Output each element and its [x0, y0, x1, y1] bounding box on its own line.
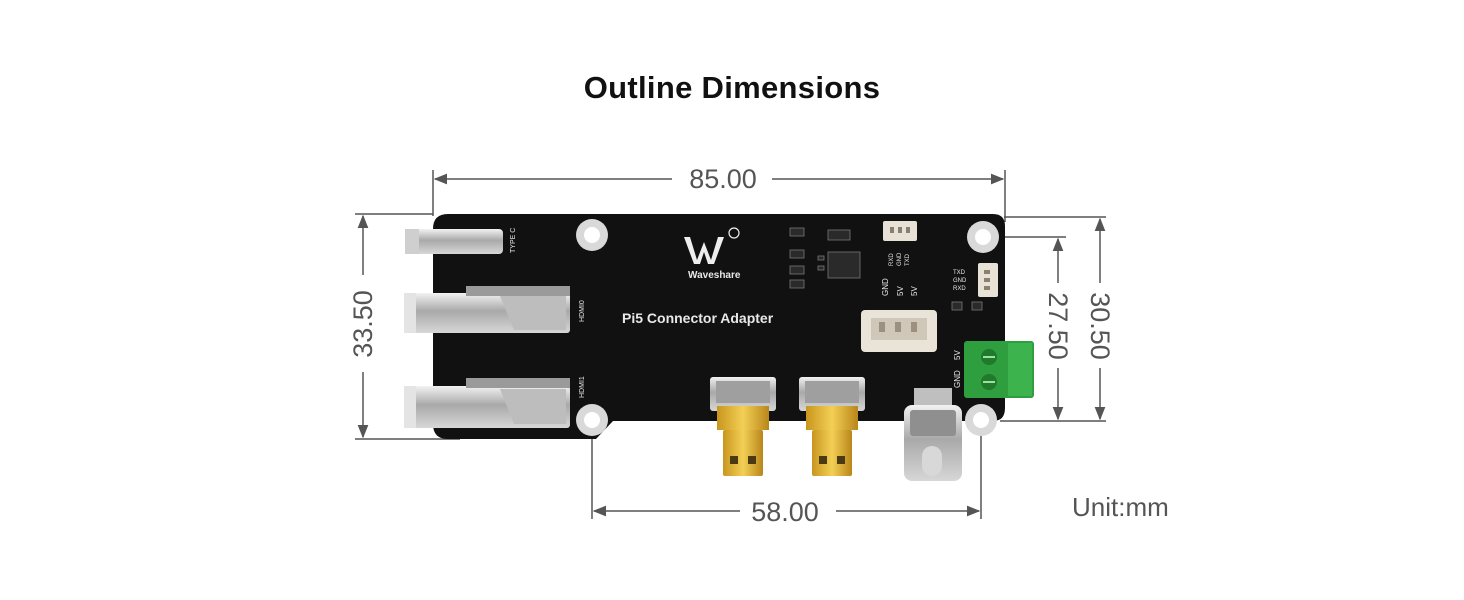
label-term-gnd: GND	[953, 370, 962, 388]
unit-label: Unit:mm	[1072, 492, 1169, 522]
label-hdmi0: HDMI0	[579, 300, 586, 322]
dim-label-33: 33.50	[348, 290, 378, 358]
type-c-connector-left	[405, 229, 503, 254]
label-rxd: RXD	[889, 253, 895, 266]
label-5v-b: 5V	[910, 286, 919, 296]
micro-hdmi-plug-2	[799, 377, 865, 476]
board-name: Pi5 Connector Adapter	[622, 310, 774, 326]
mounting-hole-bottom-left	[576, 404, 608, 436]
label-type-c: TYPE C	[510, 228, 517, 253]
mounting-hole-top-left	[576, 219, 608, 251]
uart-header-side	[978, 263, 998, 297]
label-hdmi1: HDMI1	[579, 376, 586, 398]
dim-label-30: 30.50	[1085, 292, 1115, 360]
mounting-hole-top-right	[967, 221, 999, 253]
dim-label-58: 58.00	[751, 497, 819, 527]
dim-label-27: 27.50	[1043, 292, 1073, 360]
smd-components	[789, 227, 983, 311]
mounting-hole-bottom-right	[965, 404, 997, 436]
dim-label-85: 85.00	[689, 164, 757, 194]
label-gnd-top: GND	[897, 252, 903, 266]
dimension-lines	[355, 170, 1106, 519]
label-gnd-power: GND	[881, 278, 890, 296]
brand-name: Waveshare	[688, 270, 741, 281]
page-title: Outline Dimensions	[583, 70, 881, 105]
hdmi1-connector	[404, 378, 570, 428]
label-5v-a: 5V	[896, 286, 905, 296]
micro-hdmi-plug-1	[710, 377, 776, 476]
label-txd: TXD	[905, 253, 911, 266]
label-term-5v: 5V	[953, 350, 962, 360]
usb-c-plug	[904, 388, 962, 481]
label-gnd-side: GND	[953, 278, 967, 284]
label-txd-side: TXD	[953, 270, 966, 276]
waveshare-logo-icon	[684, 237, 724, 264]
power-header	[861, 310, 937, 352]
label-rxd-side: RXD	[953, 286, 966, 292]
uart-header-top	[883, 221, 917, 241]
terminal-block	[964, 341, 1034, 398]
waveshare-logo: Waveshare	[684, 227, 741, 281]
hdmi0-connector	[404, 286, 570, 333]
